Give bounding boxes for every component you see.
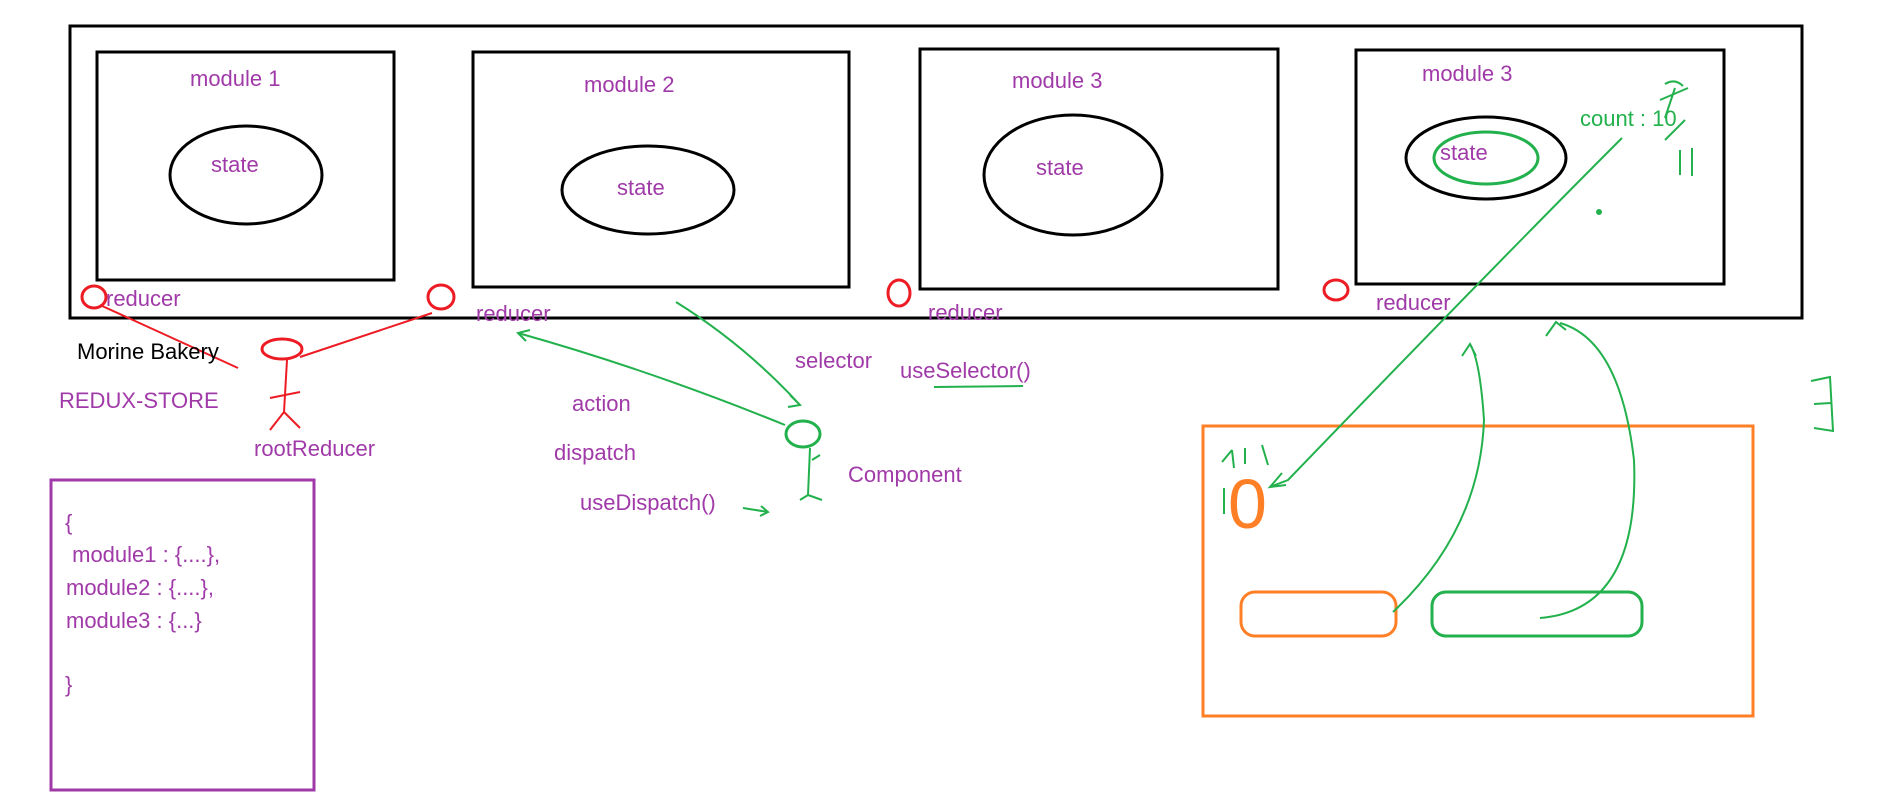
module-3-state-label: state bbox=[1036, 155, 1084, 180]
reducer-2-marker bbox=[426, 283, 456, 311]
state-object-line-4: module3 : {...} bbox=[66, 608, 202, 633]
component-body bbox=[799, 447, 823, 501]
module-4-state-label: state bbox=[1440, 140, 1488, 165]
decrement-to-reducer-arrow bbox=[1392, 342, 1486, 613]
component-head bbox=[784, 419, 822, 449]
counter-ui-box bbox=[1201, 424, 1755, 718]
selector-label: selector bbox=[795, 348, 872, 373]
state-object-line-6: } bbox=[65, 672, 72, 697]
reducer-1-marker bbox=[80, 284, 108, 310]
reducer-to-root-line-right bbox=[299, 312, 433, 358]
root-reducer-head bbox=[260, 337, 304, 361]
outer-store-box bbox=[68, 24, 1804, 320]
use-dispatch-label: useDispatch() bbox=[580, 490, 716, 515]
reducer-4-label: reducer bbox=[1376, 290, 1451, 315]
module-1-state-label: state bbox=[211, 152, 259, 177]
use-selector-label: useSelector() bbox=[900, 358, 1031, 383]
dispatch-label: dispatch bbox=[554, 440, 636, 465]
module-2-box bbox=[471, 50, 851, 289]
increment-button[interactable] bbox=[1430, 590, 1644, 638]
decrement-button[interactable] bbox=[1239, 590, 1398, 638]
increment-to-reducer-arrow bbox=[1539, 320, 1636, 619]
state-object-line-1: { bbox=[65, 510, 72, 535]
counter-value-scribble bbox=[1221, 444, 1269, 514]
module-1-state-ellipse bbox=[168, 124, 324, 226]
state-object-line-2: module1 : {....}, bbox=[66, 542, 220, 567]
redux-store-label: REDUX-STORE bbox=[59, 388, 219, 413]
reducer-1-label: reducer bbox=[106, 286, 181, 311]
green-dot bbox=[1596, 209, 1602, 215]
dispatch-arrow bbox=[516, 329, 786, 426]
reducer-to-root-line-left bbox=[99, 304, 239, 369]
count-scribble-mark bbox=[1659, 80, 1693, 176]
module-4-state-ellipse bbox=[1404, 115, 1568, 201]
state-object-box bbox=[49, 478, 316, 792]
module-3-state-ellipse bbox=[982, 113, 1164, 237]
module-4-box bbox=[1354, 48, 1726, 286]
module-2-state-ellipse bbox=[560, 144, 736, 236]
root-reducer-body bbox=[269, 359, 301, 431]
action-label: action bbox=[572, 391, 631, 416]
module-2-title: module 2 bbox=[584, 72, 675, 97]
use-dispatch-tick bbox=[742, 505, 770, 517]
root-reducer-label: rootReducer bbox=[254, 436, 375, 461]
reducer-2-label: reducer bbox=[476, 301, 551, 326]
component-label: Component bbox=[848, 462, 962, 487]
reducer-3-label: reducer bbox=[928, 300, 1003, 325]
state-object-line-3: module2 : {....}, bbox=[66, 575, 214, 600]
store-name-label: Morine Bakery bbox=[77, 339, 219, 364]
module-1-box bbox=[95, 50, 396, 282]
edge-scribble bbox=[1810, 375, 1835, 433]
counter-value: 0 bbox=[1228, 465, 1267, 543]
module-4-inner-state-ellipse bbox=[1432, 130, 1540, 186]
use-selector-underline bbox=[933, 385, 1024, 388]
reducer-3-marker bbox=[886, 278, 912, 308]
module-4-title: module 3 bbox=[1422, 61, 1513, 86]
module-1-title: module 1 bbox=[190, 66, 281, 91]
reducer-4-marker bbox=[1322, 278, 1350, 302]
count-label: count : 10 bbox=[1580, 106, 1677, 131]
module-3-box bbox=[918, 47, 1280, 291]
module-3-title: module 3 bbox=[1012, 68, 1103, 93]
module-2-state-label: state bbox=[617, 175, 665, 200]
count-to-value-arrow bbox=[1267, 137, 1623, 489]
selector-arrow bbox=[675, 301, 803, 408]
